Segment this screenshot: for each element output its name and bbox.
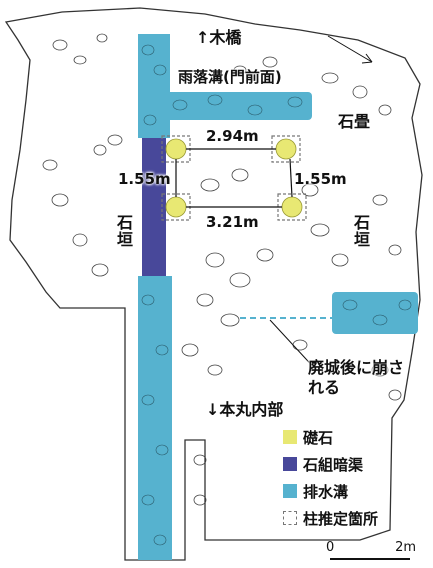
label-dim-top: 2.94m — [206, 127, 259, 145]
legend-item-foundation: 礎石 — [283, 425, 425, 449]
drain-main — [138, 276, 172, 560]
legend-label-culvert: 石組暗渠 — [303, 455, 364, 474]
label-collapsed: 廃城後に崩される — [308, 358, 405, 397]
legend-item-drain: 排水溝 — [283, 479, 425, 503]
legend-label-foundation: 礎石 — [303, 428, 334, 447]
rain-ditch — [152, 92, 312, 120]
label-dim-left: 1.55m — [118, 170, 171, 188]
label-ishigaki-left: 石垣 — [114, 214, 133, 248]
scattered-stones — [42, 33, 402, 506]
legend-label-drain: 排水溝 — [303, 482, 349, 501]
scale-line — [330, 558, 410, 560]
label-ishigaki-right: 石垣 — [351, 214, 370, 248]
legend-swatch-culvert — [283, 457, 297, 471]
label-dim-right: 1.55m — [294, 170, 347, 188]
legend-swatch-pillar — [283, 511, 297, 525]
leader-line — [269, 319, 319, 373]
excavation-outline — [4, 7, 423, 561]
legend: 礎石 石組暗渠 排水溝 柱推定箇所 — [283, 425, 425, 533]
scale-bar: 0 2m — [322, 540, 416, 562]
north-arrow-icon — [327, 35, 373, 64]
label-north-bridge: ↑木橋 — [196, 28, 242, 47]
legend-label-pillar: 柱推定箇所 — [303, 509, 379, 528]
drain-east — [332, 292, 418, 334]
drain-stones — [141, 44, 412, 546]
dimension-lines — [175, 148, 293, 208]
label-ishidatami: 石畳 — [338, 112, 371, 131]
label-rain-ditch: 雨落溝(門前面) — [178, 68, 282, 86]
legend-swatch-drain — [283, 484, 297, 498]
scale-start: 0 — [326, 540, 335, 555]
legend-item-pillar: 柱推定箇所 — [283, 506, 425, 530]
scale-end: 2m — [395, 540, 416, 555]
legend-swatch-foundation — [283, 430, 297, 444]
label-dim-bottom: 3.21m — [206, 213, 259, 231]
legend-item-culvert: 石組暗渠 — [283, 452, 425, 476]
label-honmaru: ↓本丸内部 — [206, 400, 284, 419]
